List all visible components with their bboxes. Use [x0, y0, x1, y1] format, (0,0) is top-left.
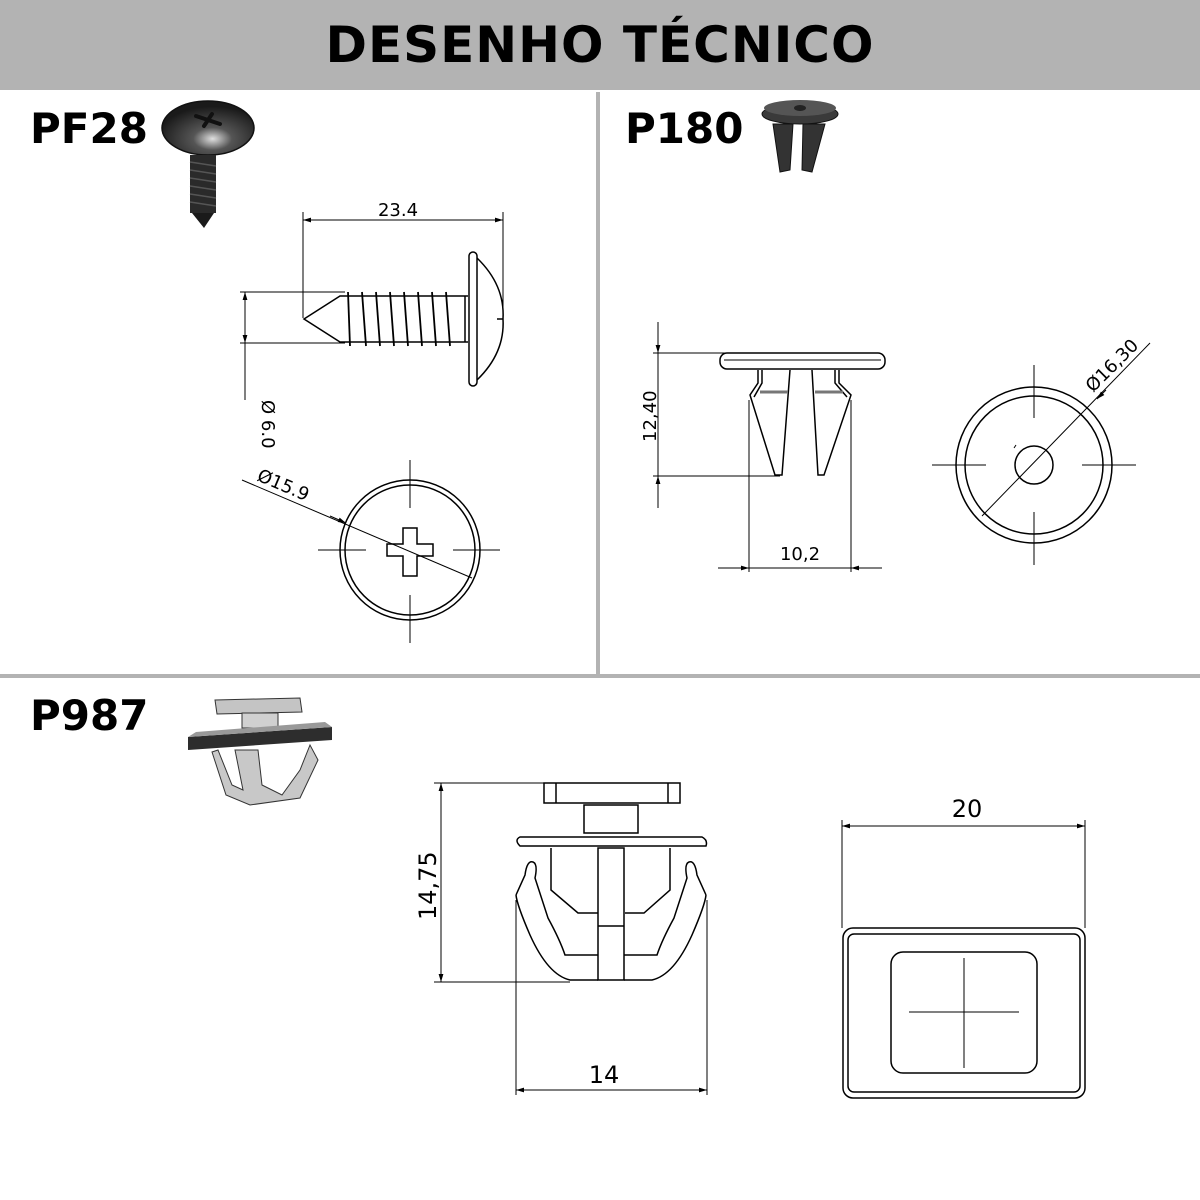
screw-render-icon — [161, 100, 255, 228]
retainer-render-icon — [188, 697, 332, 806]
dim-head-diameter-p180: Ø16,30 — [1082, 335, 1143, 396]
dim-head-diameter-pf28: Ø15.9 — [254, 465, 312, 506]
dim-shank-diameter-pf28: Ø 6.0 — [257, 400, 278, 449]
page-title: DESENHO TÉCNICO — [325, 16, 875, 74]
clip-side-view — [653, 322, 886, 572]
dim-height-p987: 14,75 — [414, 851, 442, 920]
screw-side-view — [240, 212, 504, 400]
horizontal-divider — [0, 674, 1200, 678]
part-label-p987: P987 — [30, 691, 149, 740]
dim-length-pf28: 23.4 — [378, 200, 418, 221]
retainer-top-view — [841, 820, 1086, 1099]
dim-width-p987: 14 — [589, 1061, 620, 1089]
dim-height-p180: 12,40 — [640, 390, 661, 442]
retainer-side-view — [434, 782, 708, 1095]
vertical-divider — [596, 92, 600, 674]
part-label-p180: P180 — [625, 104, 744, 153]
clip-render-icon — [761, 100, 839, 173]
screw-top-view — [241, 460, 500, 643]
dim-top-width-p987: 20 — [952, 795, 983, 823]
clip-top-view — [932, 342, 1151, 565]
page-header: DESENHO TÉCNICO — [0, 0, 1200, 90]
part-label-pf28: PF28 — [30, 104, 148, 153]
dim-width-p180: 10,2 — [780, 544, 820, 565]
